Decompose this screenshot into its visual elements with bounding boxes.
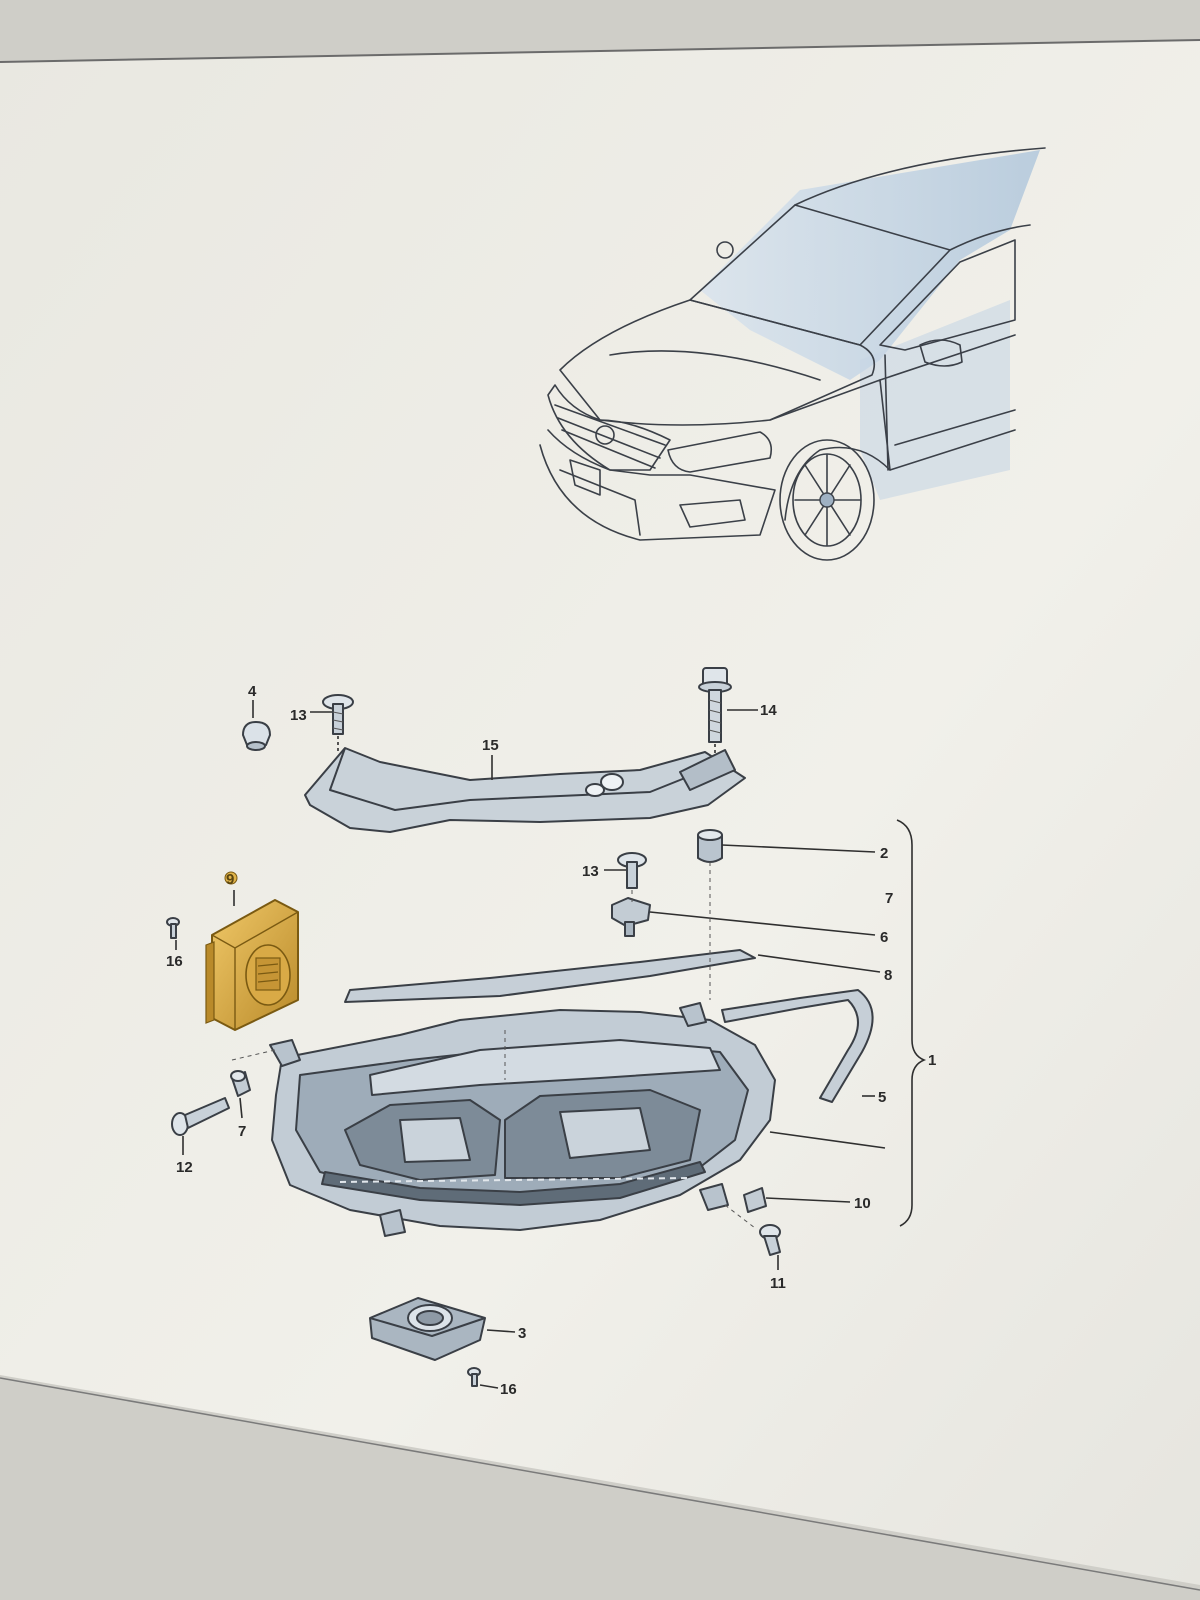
callout-3: 3 [518, 1325, 526, 1342]
callout-12: 12 [176, 1159, 193, 1176]
part-7-nut [230, 1070, 251, 1097]
part-9-control-unit-highlighted [205, 871, 299, 1031]
part-1-headlight-assembly [269, 1002, 776, 1237]
part-10-clip [743, 1187, 767, 1213]
callout-15: 15 [482, 737, 499, 754]
part-15-mounting-bracket [304, 747, 746, 833]
callout-1: 1 [928, 1052, 936, 1069]
part-16-screw-bottom [467, 1367, 481, 1387]
callout-13-top: 13 [290, 707, 307, 724]
sheet-top-edge [0, 39, 1200, 63]
callout-4: 4 [248, 683, 257, 700]
car-illustration [539, 147, 1046, 561]
part-12-screw [171, 1097, 230, 1136]
callout-6: 6 [880, 929, 888, 946]
callout-8: 8 [884, 967, 892, 984]
part-3-ballast-module [369, 1297, 486, 1361]
part-13-screw-top [322, 694, 354, 735]
car-headlight-highlight [667, 431, 773, 473]
callout-7-right: 7 [885, 890, 893, 907]
part-16-screw-left [166, 917, 180, 939]
callout-5: 5 [878, 1089, 886, 1106]
callout-10: 10 [854, 1195, 871, 1212]
part-8-seal-strip [344, 949, 756, 1003]
part-2-spacer [697, 829, 723, 863]
part-6-clip [611, 897, 651, 937]
part-4-cap [242, 721, 271, 751]
callout-11: 11 [770, 1275, 786, 1292]
callout-14: 14 [760, 702, 777, 719]
callout-16-bottom: 16 [500, 1381, 517, 1398]
part-14-bolt [698, 667, 732, 743]
part-13-screw-middle [617, 852, 647, 889]
callout-labels: 4 13 14 15 2 13 7 6 8 1 5 10 11 9 16 12 … [166, 683, 936, 1398]
callout-16-left: 16 [166, 953, 183, 970]
part-11-screw [759, 1224, 781, 1256]
leader-lines [175, 700, 927, 1389]
sheet-bottom-edge [0, 1377, 1200, 1591]
callout-7-left: 7 [238, 1123, 246, 1140]
callout-13-middle: 13 [582, 863, 599, 880]
part-5-trim-strip [721, 989, 874, 1103]
callout-2: 2 [880, 845, 888, 862]
callout-9: 9 [226, 871, 234, 888]
